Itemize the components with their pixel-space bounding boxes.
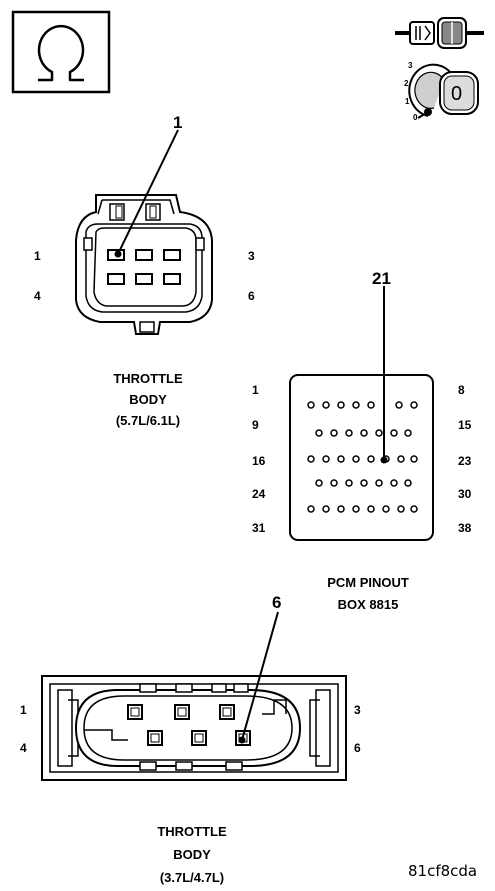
connector-icon xyxy=(395,17,484,49)
pin-label: 30 xyxy=(458,487,472,501)
pin-label: 16 xyxy=(252,454,266,468)
ignition-scale-label: 1 xyxy=(405,97,410,106)
pcm-pin-cavity xyxy=(307,455,315,463)
ignition-key-icon xyxy=(408,63,479,119)
pcm-pin-cavity xyxy=(410,401,418,409)
title-line: PCM PINOUT xyxy=(327,575,409,590)
pcm-pin-cavity xyxy=(390,429,398,437)
pin-label: 1 xyxy=(20,703,27,717)
pcm-pin-cavity xyxy=(315,429,323,437)
pin-label: 1 xyxy=(34,249,41,263)
pcm-pin-cavity xyxy=(367,455,375,463)
pcm-pin-cavity xyxy=(330,429,338,437)
pin-label: 24 xyxy=(252,487,266,501)
pin-label: 6 xyxy=(248,289,255,303)
pcm-pin-cavity xyxy=(352,401,360,409)
pin-label: 6 xyxy=(354,741,361,755)
pcm-pin-cavity xyxy=(367,505,375,513)
ignition-scale-label: 3 xyxy=(408,61,413,70)
ignition-scale-label: 2 xyxy=(404,79,409,88)
pcm-pin-cavity xyxy=(360,479,368,487)
pcm-pin-cavity xyxy=(322,505,330,513)
pin-label: 38 xyxy=(458,521,472,535)
pcm-pin-cavity xyxy=(352,455,360,463)
callout-number: 21 xyxy=(372,269,391,288)
pcm-pin-cavity xyxy=(345,429,353,437)
pcm-pin-cavity xyxy=(404,429,412,437)
pcm-pin-cavity xyxy=(352,505,360,513)
pcm-pin-cavity xyxy=(390,479,398,487)
pin-label: 3 xyxy=(354,703,361,717)
ignition-position-value: 0 xyxy=(451,83,463,105)
callout-number: 6 xyxy=(272,593,282,612)
pcm-pin-cavity xyxy=(345,479,353,487)
pin-label: 4 xyxy=(34,289,41,303)
pcm-pin-cavity xyxy=(360,429,368,437)
callout-leader-1 xyxy=(114,129,179,258)
title-line: THROTTLE xyxy=(113,371,183,386)
pcm-pinout-box xyxy=(289,374,434,541)
ohmmeter-icon xyxy=(11,10,111,94)
pcm-pin-cavity xyxy=(397,455,405,463)
pcm-pin-cavity xyxy=(315,479,323,487)
pin-label: 8 xyxy=(458,383,465,397)
callout-leader-6 xyxy=(238,611,279,744)
pcm-pin-cavity xyxy=(322,401,330,409)
pcm-pin-cavity xyxy=(337,401,345,409)
pin-label: 15 xyxy=(458,418,472,432)
ignition-scale-label: 0 xyxy=(413,113,418,122)
pcm-pin-cavity xyxy=(367,401,375,409)
pin-label: 4 xyxy=(20,741,27,755)
pcm-pin-cavity xyxy=(375,429,383,437)
title-line: THROTTLE xyxy=(157,824,227,839)
pcm-pin-cavity xyxy=(397,505,405,513)
pcm-pin-cavity xyxy=(330,479,338,487)
pcm-pin-cavity xyxy=(337,455,345,463)
pcm-pin-cavity xyxy=(410,455,418,463)
callout-leader-21 xyxy=(380,286,388,464)
pcm-pin-cavity xyxy=(382,505,390,513)
pcm-pin-cavity xyxy=(322,455,330,463)
pcm-pin-cavity xyxy=(404,479,412,487)
pin-label: 3 xyxy=(248,249,255,263)
title-line: BODY xyxy=(173,847,211,862)
pin-label: 1 xyxy=(252,383,259,397)
title-line: BOX 8815 xyxy=(337,597,399,612)
pin-label: 23 xyxy=(458,454,472,468)
throttle-body-connector-lower xyxy=(41,675,347,781)
throttle-body-connector-upper xyxy=(75,194,213,335)
pcm-pin-cavity xyxy=(307,401,315,409)
pin-label: 9 xyxy=(252,418,259,432)
pcm-pinout-title: PCM PINOUT BOX 8815 xyxy=(300,572,436,616)
pin-label: 31 xyxy=(252,521,266,535)
pcm-pin-cavity xyxy=(395,401,403,409)
figure-id: 81cf8cda xyxy=(408,862,478,880)
callout-number: 1 xyxy=(173,113,183,132)
pcm-pin-cavity xyxy=(375,479,383,487)
title-line: (3.7L/4.7L) xyxy=(159,870,225,885)
pcm-pin-cavity xyxy=(337,505,345,513)
throttle-body-lower-title: THROTTLE BODY (3.7L/4.7L) xyxy=(130,820,254,889)
pcm-pin-cavity xyxy=(307,505,315,513)
title-line: BODY xyxy=(129,392,167,407)
pcm-pin-cavity xyxy=(410,505,418,513)
throttle-body-upper-title: THROTTLE BODY (5.7L/6.1L) xyxy=(86,368,210,431)
title-line: (5.7L/6.1L) xyxy=(115,413,181,428)
